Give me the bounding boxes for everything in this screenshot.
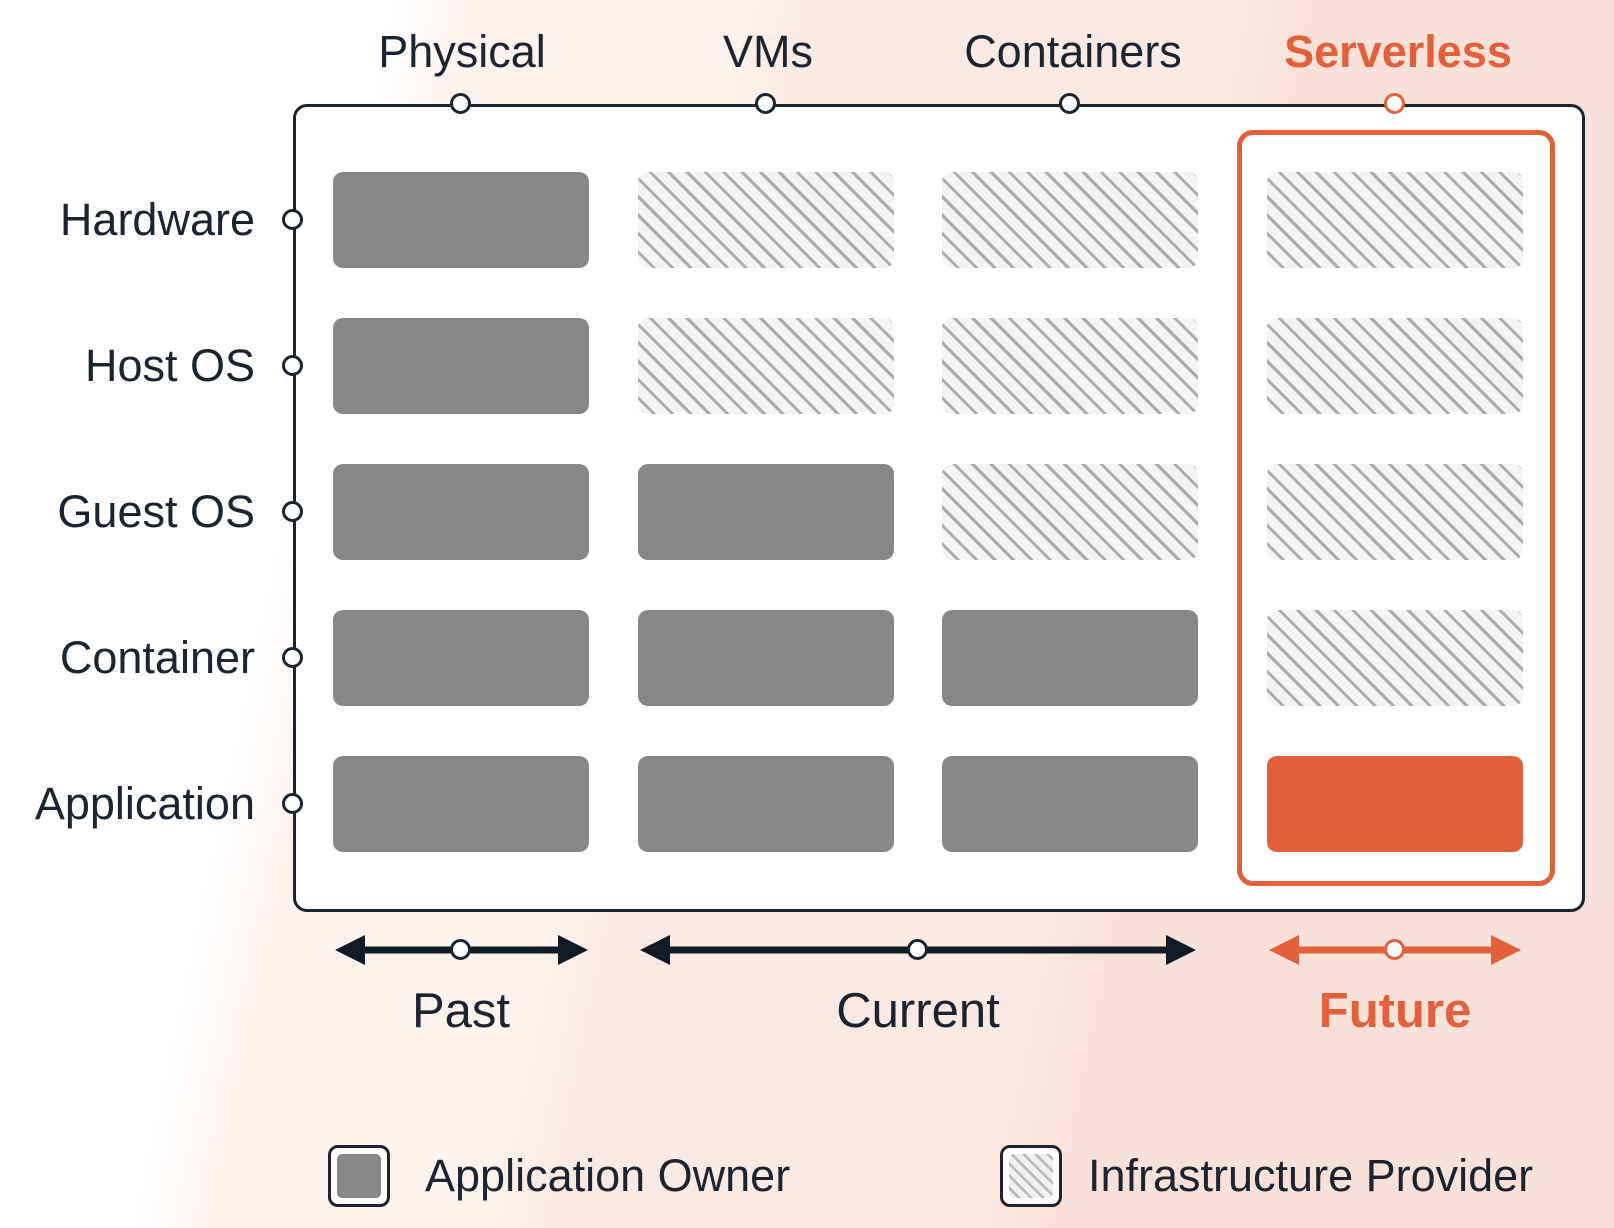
column-node-physical <box>450 93 471 114</box>
cell-guest-os-physical <box>333 464 589 560</box>
legend-swatch-infrastructure-provider <box>1000 1145 1062 1207</box>
cell-guest-os-serverless <box>1267 464 1523 560</box>
cell-container-serverless <box>1267 610 1523 706</box>
cell-hardware-vms <box>638 172 894 268</box>
cell-host-os-serverless <box>1267 318 1523 414</box>
row-node-host-os <box>282 355 303 376</box>
cell-hardware-containers <box>942 172 1198 268</box>
future-arrow-node <box>1384 939 1405 960</box>
cell-container-containers <box>942 610 1198 706</box>
cell-application-containers <box>942 756 1198 852</box>
legend-swatch-application-owner <box>328 1145 390 1207</box>
cell-application-serverless <box>1267 756 1523 852</box>
cell-application-vms <box>638 756 894 852</box>
column-node-containers <box>1059 93 1080 114</box>
legend-label-infrastructure-provider: Infrastructure Provider <box>1088 1150 1534 1201</box>
timeline-label-current: Current <box>836 984 1000 1038</box>
timeline-label-past: Past <box>411 984 511 1038</box>
timeline-label-future: Future <box>1318 984 1472 1038</box>
cell-container-vms <box>638 610 894 706</box>
cell-guest-os-vms <box>638 464 894 560</box>
serverless-highlight-frame <box>1237 130 1555 886</box>
cell-guest-os-containers <box>942 464 1198 560</box>
row-label-host-os: Host OS <box>84 340 255 391</box>
cell-hardware-physical <box>333 172 589 268</box>
column-header-vms: VMs <box>723 26 813 77</box>
row-label-container: Container <box>59 632 255 683</box>
row-label-hardware: Hardware <box>59 194 255 245</box>
cell-host-os-physical <box>333 318 589 414</box>
column-header-physical: Physical <box>378 26 546 77</box>
cell-host-os-containers <box>942 318 1198 414</box>
cell-application-physical <box>333 756 589 852</box>
cell-container-physical <box>333 610 589 706</box>
row-node-guest-os <box>282 501 303 522</box>
past-arrow-node <box>450 939 471 960</box>
column-header-serverless: Serverless <box>1284 26 1512 77</box>
current-arrow-node <box>907 939 928 960</box>
provider-swatch-fill <box>1009 1154 1053 1198</box>
row-label-guest-os: Guest OS <box>57 486 255 537</box>
row-label-application: Application <box>34 778 255 829</box>
row-node-container <box>282 647 303 668</box>
cell-host-os-vms <box>638 318 894 414</box>
column-header-containers: Containers <box>964 26 1182 77</box>
owner-swatch-fill <box>337 1154 381 1198</box>
row-node-hardware <box>282 209 303 230</box>
cell-hardware-serverless <box>1267 172 1523 268</box>
column-node-serverless <box>1384 93 1405 114</box>
row-node-application <box>282 793 303 814</box>
legend-label-application-owner: Application Owner <box>425 1150 791 1201</box>
column-node-vms <box>755 93 776 114</box>
